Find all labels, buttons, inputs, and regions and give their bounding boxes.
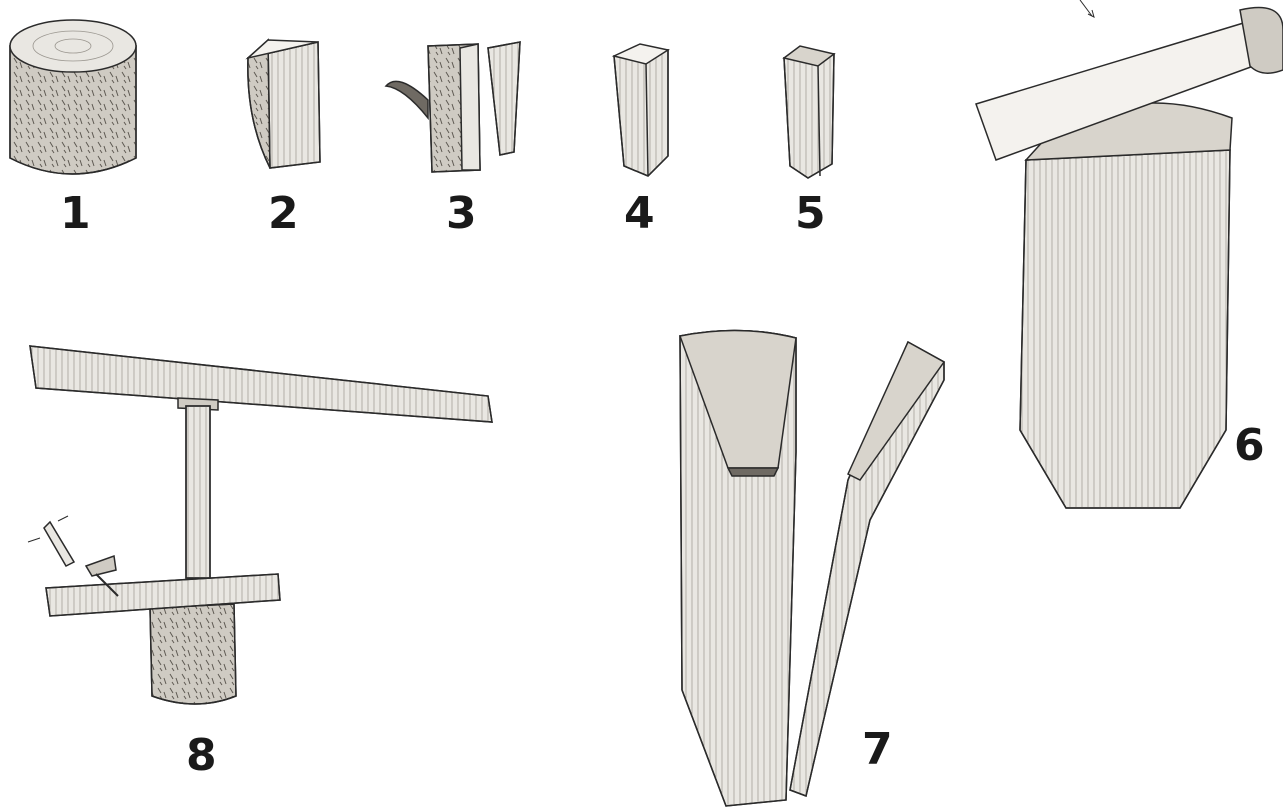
- split-open-stave-icon: [680, 330, 944, 806]
- figure-number: 7: [862, 728, 893, 772]
- split-stave-icon: [614, 44, 668, 176]
- log-section-icon: [10, 20, 136, 174]
- split-half-log-icon: [248, 40, 320, 168]
- figure-number: 3: [446, 192, 477, 236]
- figure-number: 4: [624, 192, 655, 236]
- figure-number: 2: [268, 192, 299, 236]
- figure-number: 1: [60, 192, 91, 236]
- spring-pole-lathe-icon: [28, 346, 492, 704]
- figure-number: 5: [795, 192, 826, 236]
- splitting-off-bark-icon: [386, 42, 520, 172]
- figure-number: 6: [1234, 424, 1265, 468]
- trimmed-stave-icon: [784, 46, 834, 178]
- figure-number: 8: [186, 734, 217, 778]
